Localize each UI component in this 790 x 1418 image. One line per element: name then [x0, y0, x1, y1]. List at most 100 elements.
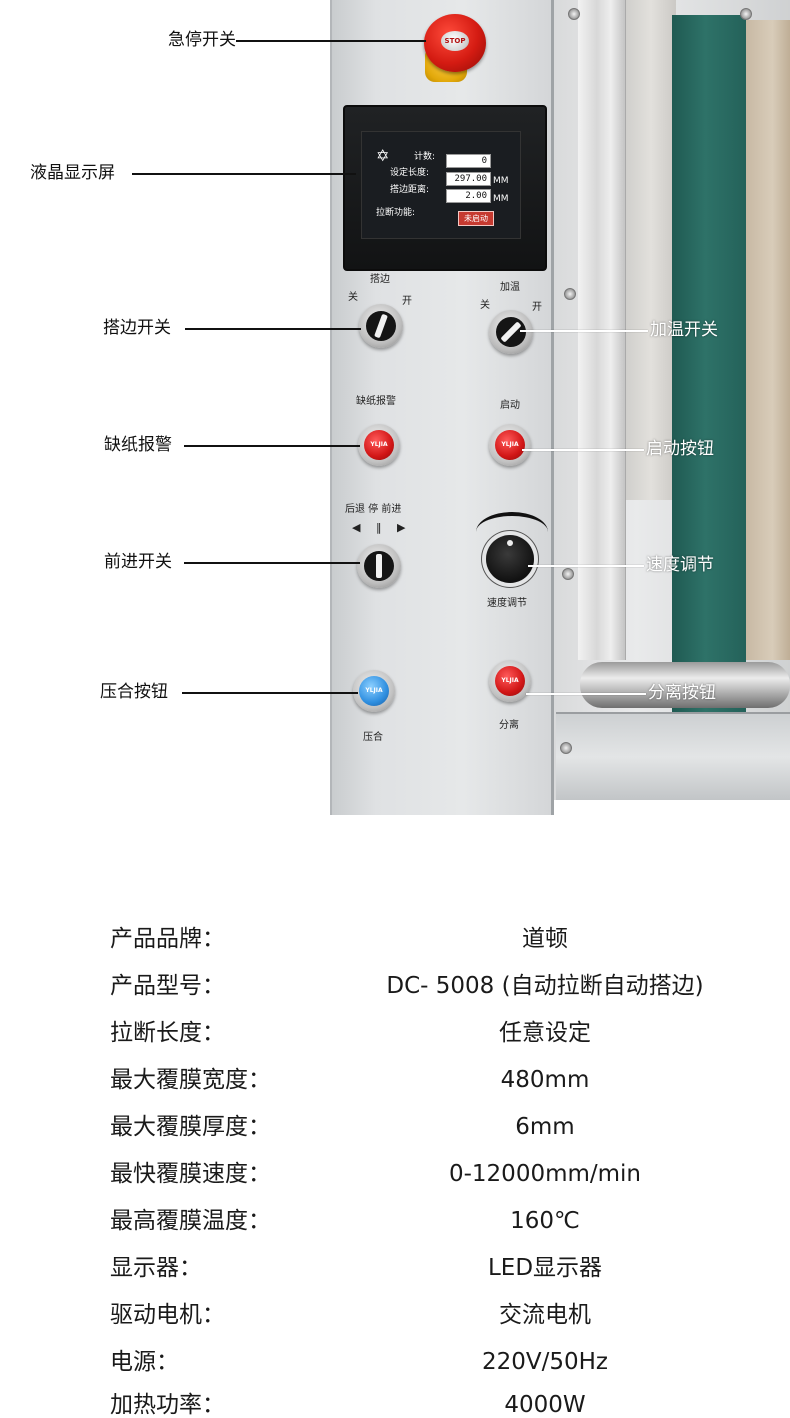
machine-base [556, 712, 790, 800]
heating-on-label: 开 [532, 302, 542, 313]
callout-heating-switch: 加温开关 [650, 320, 718, 340]
callout-line [185, 328, 361, 330]
lcd-function-label: 拉断功能: [376, 208, 416, 218]
wood-strip [746, 20, 790, 660]
callout-line [236, 40, 426, 42]
speed-caption: 速度调节 [487, 598, 527, 609]
start-button-face: YLJIA [495, 430, 525, 460]
callout-start-button: 启动按钮 [646, 439, 714, 459]
spec-value: 480mm [500, 1067, 590, 1093]
screw-icon [568, 8, 580, 20]
estop-cap-label: STOP [441, 31, 469, 51]
separate-button[interactable]: YLJIA [489, 660, 531, 702]
press-caption: 压合 [363, 732, 383, 743]
callout-separate-button: 分离按钮 [648, 683, 716, 703]
spec-key: 最大覆膜厚度： [110, 1114, 271, 1140]
spec-row: 最大覆膜宽度： 480mm [0, 1065, 790, 1112]
lcd-screen: ✡ 计数: 0 设定长度: 297.00 MM 搭边距离: 2.00 MM 拉断… [361, 131, 521, 239]
spec-row: 最大覆膜厚度： 6mm [0, 1112, 790, 1159]
separate-button-face: YLJIA [495, 666, 525, 696]
lcd-function-button[interactable]: 未启动 [458, 211, 494, 226]
start-button[interactable]: YLJIA [489, 424, 531, 466]
gear-icon[interactable]: ✡ [376, 146, 390, 165]
spec-row: 最高覆膜温度： 160℃ [0, 1206, 790, 1253]
lcd-overlap-unit: MM [493, 194, 509, 204]
direction-selector-knob[interactable] [357, 544, 401, 588]
callout-line [528, 565, 644, 567]
press-button[interactable]: YLJIA [353, 670, 395, 712]
spec-value: 220V/50Hz [481, 1349, 609, 1375]
callout-forward-switch: 前进开关 [104, 552, 172, 572]
direction-symbols: ◀ ‖ ▶ [352, 521, 412, 534]
alarm-lamp-face: YLJIA [364, 430, 394, 460]
spec-key: 最快覆膜速度： [110, 1161, 271, 1187]
callout-line [520, 330, 648, 332]
separate-caption: 分离 [499, 720, 519, 731]
callout-line [526, 693, 646, 695]
alarm-caption: 缺纸报警 [356, 396, 396, 407]
spec-row: 加热功率： 4000W [0, 1390, 790, 1418]
lcd-length-value[interactable]: 297.00 [446, 172, 491, 186]
spec-key: 最大覆膜宽度： [110, 1067, 271, 1093]
speed-scale-arc [476, 512, 548, 552]
callout-line [184, 445, 360, 447]
heating-selector-knob[interactable] [489, 310, 533, 354]
spec-row: 电源： 220V/50Hz [0, 1347, 790, 1394]
callout-emergency-stop: 急停开关 [168, 30, 236, 50]
lcd-count-label: 计数: [414, 152, 436, 162]
lcd-count-value: 0 [446, 154, 491, 168]
spec-row: 驱动电机： 交流电机 [0, 1300, 790, 1347]
callout-overlap-switch: 搭边开关 [103, 318, 171, 338]
callout-lcd: 液晶显示屏 [30, 163, 115, 183]
spec-value: 任意设定 [499, 1020, 591, 1046]
screw-icon [564, 288, 576, 300]
spec-key: 拉断长度： [110, 1020, 225, 1046]
screw-icon [562, 568, 574, 580]
spec-value: LED显示器 [487, 1255, 603, 1281]
spec-row: 产品品牌： 道顿 [0, 924, 790, 971]
spec-value: 6mm [515, 1114, 575, 1140]
speed-dial-knob[interactable] [486, 535, 534, 583]
spec-row: 产品型号： DC- 5008 (自动拉断自动搭边) [0, 971, 790, 1018]
spec-key: 显示器： [110, 1255, 202, 1281]
screw-icon [740, 8, 752, 20]
spec-key: 最高覆膜温度： [110, 1208, 271, 1234]
overlap-off-label: 关 [348, 292, 358, 303]
spec-key: 驱动电机： [110, 1302, 225, 1328]
spec-value: DC- 5008 (自动拉断自动搭边) [386, 973, 704, 999]
callout-press-button: 压合按钮 [100, 682, 168, 702]
spec-row: 最快覆膜速度： 0-12000mm/min [0, 1159, 790, 1206]
metal-plate [626, 0, 676, 500]
screw-icon [560, 742, 572, 754]
spec-key: 加热功率： [110, 1392, 225, 1418]
spec-row: 拉断长度： 任意设定 [0, 1018, 790, 1065]
overlap-selector-knob[interactable] [359, 304, 403, 348]
lcd-overlap-label: 搭边距离: [390, 185, 430, 195]
machine-photo: STOP ✡ 计数: 0 设定长度: 297.00 MM 搭边距离: 2.00 … [30, 0, 790, 815]
overlap-on-label: 开 [402, 296, 412, 307]
direction-caption: 后退 停 前进 [345, 504, 402, 515]
callout-paper-alarm: 缺纸报警 [104, 435, 172, 455]
callout-line [184, 562, 360, 564]
spec-value: 4000W [504, 1392, 586, 1418]
lcd-overlap-value[interactable]: 2.00 [446, 189, 491, 203]
lcd-length-unit: MM [493, 176, 509, 186]
spec-key: 产品品牌： [110, 926, 225, 952]
spec-value: 道顿 [522, 926, 568, 952]
roller [580, 662, 790, 708]
spec-key: 产品型号： [110, 973, 225, 999]
callout-speed-adjust: 速度调节 [646, 555, 714, 575]
press-button-face: YLJIA [359, 676, 389, 706]
spec-row: 显示器： LED显示器 [0, 1253, 790, 1300]
heating-off-label: 关 [480, 300, 490, 311]
overlap-caption: 搭边 [370, 274, 390, 285]
spec-value: 交流电机 [499, 1302, 591, 1328]
spec-key: 电源： [110, 1349, 179, 1375]
callout-line [132, 173, 356, 175]
callout-line [522, 449, 644, 451]
heating-caption: 加温 [500, 282, 520, 293]
lcd-length-label: 设定长度: [390, 168, 430, 178]
start-caption: 启动 [500, 400, 520, 411]
callout-line [182, 692, 358, 694]
spec-value: 160℃ [510, 1208, 580, 1234]
